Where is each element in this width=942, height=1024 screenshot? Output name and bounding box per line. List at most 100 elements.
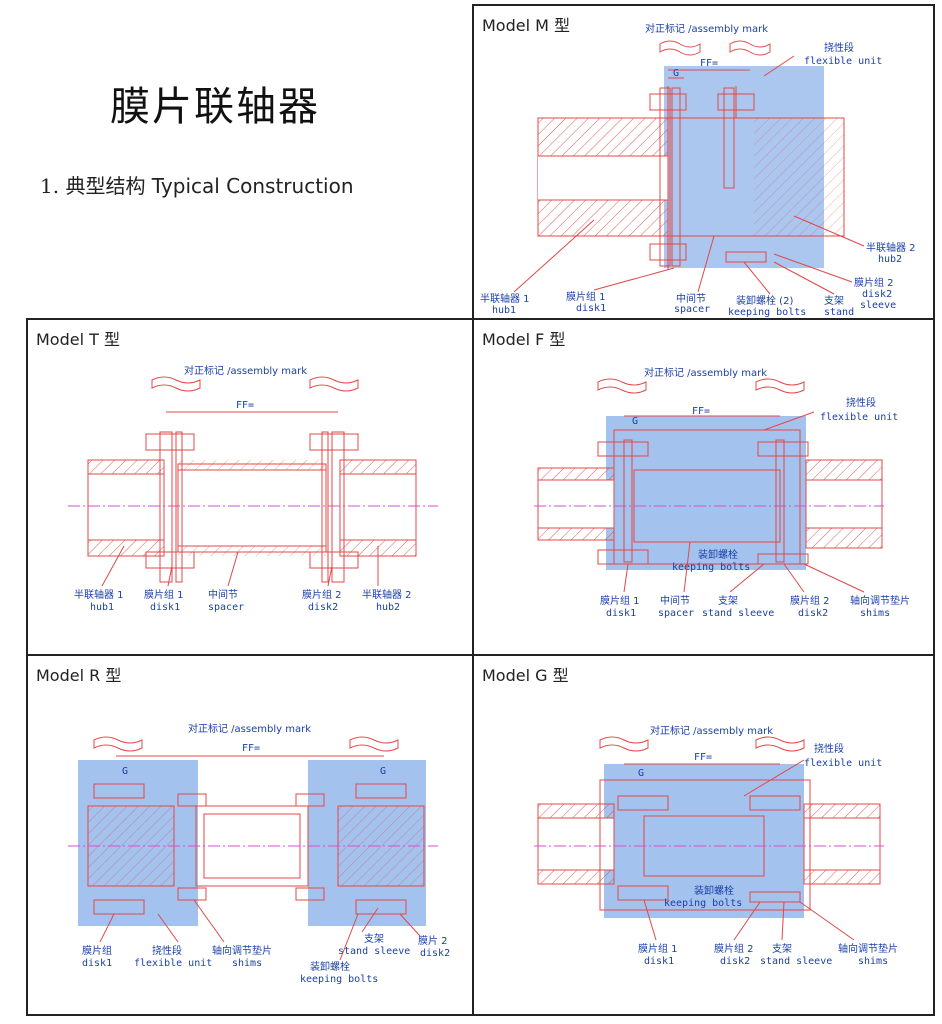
model-t-drawing: 对正标记 /assembly mark FF= 半联轴器 1 hub1 膜片组 … (68, 364, 438, 613)
label-disk1-cn: 膜片组 1 (638, 942, 678, 955)
bolt-tl (145, 433, 195, 451)
label-assembly-mark: 对正标记 /assembly mark (644, 366, 767, 379)
bolt-tr (309, 433, 359, 451)
section-heading: 典型结构 Typical Construction (65, 174, 354, 198)
disk1-flange (159, 431, 173, 583)
label-disk1-cn: 膜片组 1 (600, 594, 640, 607)
label-hub1-en: hub1 (90, 602, 114, 613)
label-stand-cn: 支架 (364, 933, 384, 945)
bolt-br (309, 551, 359, 569)
label-hub1-cn: 半联轴器 1 (74, 588, 124, 601)
label-flex-cn: 挠性段 (824, 41, 854, 54)
assembly-mark-right (349, 736, 399, 752)
label-bolts-cn: 装卸螺栓 (310, 960, 350, 973)
assembly-mark-right (755, 736, 805, 752)
label-disk2-en: disk2 (308, 602, 338, 613)
panel-model-g: Model G 型 对正标记 /assembly mark FF= G 挠性段 … (472, 654, 935, 1016)
label-hub1-en: hub1 (492, 305, 516, 316)
label-flex-cn: 挠性段 (152, 944, 182, 957)
assembly-mark-right (729, 40, 771, 56)
assembly-mark-left (659, 40, 701, 56)
label-disk1-en: disk1 (644, 956, 674, 967)
label-ff: FF= (700, 58, 718, 69)
label-disk1-en: disk1 (606, 608, 636, 619)
panel-title: Model F 型 (482, 330, 566, 349)
assembly-mark-right (309, 376, 359, 392)
label-spacer-cn: 中间节 (208, 588, 238, 601)
page-title: 膜片联轴器 (110, 84, 320, 130)
label-spacer-cn: 中间节 (676, 292, 706, 305)
label-stand-en: stand sleeve (702, 608, 774, 619)
flange-right (723, 87, 735, 189)
panel-model-f: Model F 型 对正标记 /assembly mark FF= G 挠性段 … (472, 318, 935, 656)
label-bolts-cn: 装卸螺栓 (2) (736, 294, 793, 307)
label-sleeve-en: sleeve (860, 300, 896, 311)
label-disk-en: disk1 (82, 958, 112, 969)
panel-model-t: Model T 型 对正标记 /assembly mark FF= 半联轴器 (26, 318, 474, 656)
label-disk2-cn: 膜片组 2 (854, 276, 894, 289)
label-hub2-cn: 半联轴器 2 (362, 588, 412, 601)
label-flex-en: flexible unit (804, 56, 882, 67)
label-disk2-cn: 膜片组 2 (714, 942, 754, 955)
bolt-top-right (717, 86, 755, 118)
label-g: G (632, 416, 638, 427)
assembly-mark-left (599, 736, 649, 752)
label-disk1-cn: 膜片组 1 (566, 290, 606, 303)
label-disk2-en: disk2 (720, 956, 750, 967)
label-spacer-en: spacer (658, 608, 694, 619)
panel-title: Model T 型 (36, 330, 120, 349)
assembly-mark-left (93, 736, 143, 752)
label-flex-cn: 挠性段 (846, 396, 876, 409)
label-flex-cn: 挠性段 (814, 742, 844, 755)
label-disk1-en: disk1 (576, 303, 606, 314)
label-shims-cn: 轴向调节垫片 (850, 594, 910, 607)
model-g-drawing: 对正标记 /assembly mark FF= G 挠性段 flexible u… (534, 724, 898, 967)
label-stand-en: stand (824, 307, 854, 318)
flange-left (659, 87, 671, 267)
assembly-mark-right (755, 378, 805, 394)
label-stand-en: stand sleeve (338, 946, 410, 957)
panel-title: Model R 型 (36, 666, 122, 685)
panel-title: Model G 型 (482, 666, 569, 685)
label-g-right: G (380, 766, 386, 777)
label-ff: FF= (242, 743, 260, 754)
label-g: G (673, 68, 679, 79)
label-bolts-en: keeping bolts (664, 898, 742, 909)
panel-model-r: Model R 型 对正标记 /assembly mark FF= G G 膜片… (26, 654, 474, 1016)
label-flex-en: flexible unit (134, 958, 212, 969)
bolt-top-left (649, 86, 687, 118)
label-shims-en: shims (860, 608, 890, 619)
label-hub2-en: hub2 (376, 602, 400, 613)
label-assembly-mark: 对正标记 /assembly mark (184, 364, 307, 377)
label-bolts-cn: 装卸螺栓 (698, 548, 738, 561)
label-g: G (638, 768, 644, 779)
label-shims-cn: 轴向调节垫片 (212, 944, 272, 957)
label-stand-cn: 支架 (772, 943, 792, 955)
bolt-bottom-left (649, 236, 687, 270)
label-shims-en: shims (232, 958, 262, 969)
label-hub2-cn: 半联轴器 2 (866, 241, 916, 254)
section-number: 1. (40, 174, 60, 198)
label-disk1-en: disk1 (150, 602, 180, 613)
section-subtitle: 1. 典型结构 Typical Construction (40, 170, 354, 199)
bolt-bottom-right (725, 251, 767, 263)
label-hub1-cn: 半联轴器 1 (480, 292, 530, 305)
label-stand-cn: 支架 (718, 595, 738, 607)
label-shims-cn: 轴向调节垫片 (838, 942, 898, 955)
label-spacer-en: spacer (208, 602, 244, 613)
label-ff: FF= (694, 752, 712, 763)
label-bolts-en: keeping bolts (672, 562, 750, 573)
label-bolts-cn: 装卸螺栓 (694, 884, 734, 897)
panel-title: Model M 型 (482, 16, 571, 35)
label-assembly-mark: 对正标记 /assembly mark (650, 724, 773, 737)
label-ff: FF= (236, 400, 254, 411)
label-stand-en: stand sleeve (760, 956, 832, 967)
label-disk1-cn: 膜片组 1 (144, 588, 184, 601)
label-disk2-cn: 膜片组 2 (790, 594, 830, 607)
label-disk-cn: 膜片组 (82, 944, 112, 957)
label-disk2-en: disk2 (798, 608, 828, 619)
panel-model-m: Model M 型 对正标记 /assembly mark FF= G 挠性段 … (472, 4, 935, 320)
assembly-mark-left (597, 378, 647, 394)
label-spacer-cn: 中间节 (660, 594, 690, 607)
label-hub2-en: hub2 (878, 254, 902, 265)
